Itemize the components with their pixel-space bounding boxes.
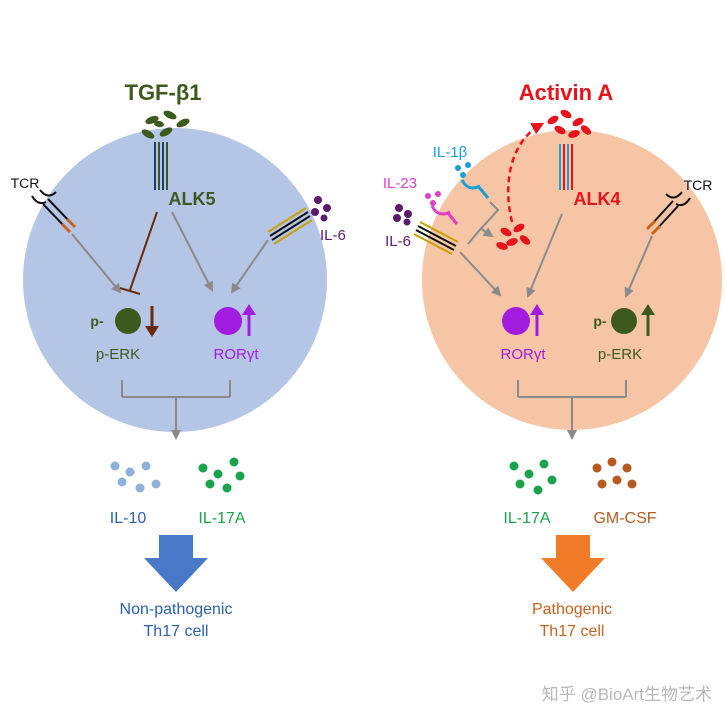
pathogenic-arrow <box>541 535 605 592</box>
activin-secretion-arrow <box>507 122 545 223</box>
il17a-dots-left <box>198 457 245 493</box>
ror-node-left <box>214 307 242 335</box>
right-panel: Activin A ALK4 IL-1β IL-23 <box>383 80 722 640</box>
nonpathogenic-arrow <box>144 535 208 592</box>
il23-receptor <box>425 191 459 225</box>
il10-dots <box>110 461 161 493</box>
left-panel: TGF-β1 ALK5 TCR <box>11 80 346 640</box>
il6-ligand-right <box>393 204 412 226</box>
tgf-b1-ligand <box>141 110 190 139</box>
right-cell <box>422 130 722 430</box>
activin-a-ligand-top <box>547 109 592 138</box>
perk-label-left: p-ERK <box>96 346 140 363</box>
result-line2-right: Th17 cell <box>540 623 605 640</box>
il6-receptor-left <box>267 207 313 245</box>
left-merge-connector <box>121 380 231 440</box>
il17a-dots-right <box>509 459 557 495</box>
il6-label-right: IL-6 <box>385 233 411 250</box>
il10-label: IL-10 <box>110 510 147 527</box>
tcr-receptor-right <box>645 191 691 236</box>
result-line2-left: Th17 cell <box>144 623 209 640</box>
ror-up-arrow-left <box>242 304 256 336</box>
cytokine-bracket <box>467 201 500 245</box>
il6-receptor-right <box>413 221 459 255</box>
perk-prefix-left: p- <box>90 313 104 329</box>
left-cell <box>23 128 327 432</box>
ror-label-left: RORγt <box>214 346 260 363</box>
perk-node-right <box>611 308 637 334</box>
il17a-label-left: IL-17A <box>198 510 245 527</box>
result-line1-left: Non-pathogenic <box>120 601 233 618</box>
il6-ligand-left <box>311 196 331 222</box>
left-signal-arrows <box>71 211 269 294</box>
gmcsf-dots <box>592 457 637 489</box>
activin-a-ligand-secreted <box>496 223 531 250</box>
il1b-receptor <box>455 162 490 199</box>
alk4-label: ALK4 <box>573 189 620 209</box>
watermark: 知乎 @BioArt生物艺术 <box>542 685 712 704</box>
perk-prefix-right: p- <box>593 313 607 329</box>
tgf-b1-title: TGF-β1 <box>125 80 202 105</box>
gmcsf-label: GM-CSF <box>593 510 656 527</box>
ror-label-right: RORγt <box>501 346 547 363</box>
result-line1-right: Pathogenic <box>532 601 612 618</box>
tcr-label-left: TCR <box>11 175 40 191</box>
activin-a-title: Activin A <box>519 80 614 105</box>
alk5-receptor <box>154 142 168 190</box>
tcr-receptor-left <box>31 189 77 234</box>
perk-up-arrow <box>641 304 655 336</box>
perk-label-right: p-ERK <box>598 346 642 363</box>
il1b-label: IL-1β <box>433 144 468 161</box>
il23-label: IL-23 <box>383 175 417 192</box>
tcr-label-right: TCR <box>684 177 713 193</box>
right-signal-arrows <box>459 213 653 298</box>
alk4-receptor <box>559 144 573 190</box>
ror-up-arrow-right <box>530 304 544 336</box>
alk5-label: ALK5 <box>168 189 215 209</box>
perk-down-arrow <box>145 306 159 337</box>
right-merge-connector <box>517 380 627 440</box>
il6-label-left: IL-6 <box>320 227 346 244</box>
perk-node-left <box>115 308 141 334</box>
alk5-inhibition <box>119 211 158 295</box>
ror-node-right <box>502 307 530 335</box>
il17a-label-right: IL-17A <box>503 510 550 527</box>
